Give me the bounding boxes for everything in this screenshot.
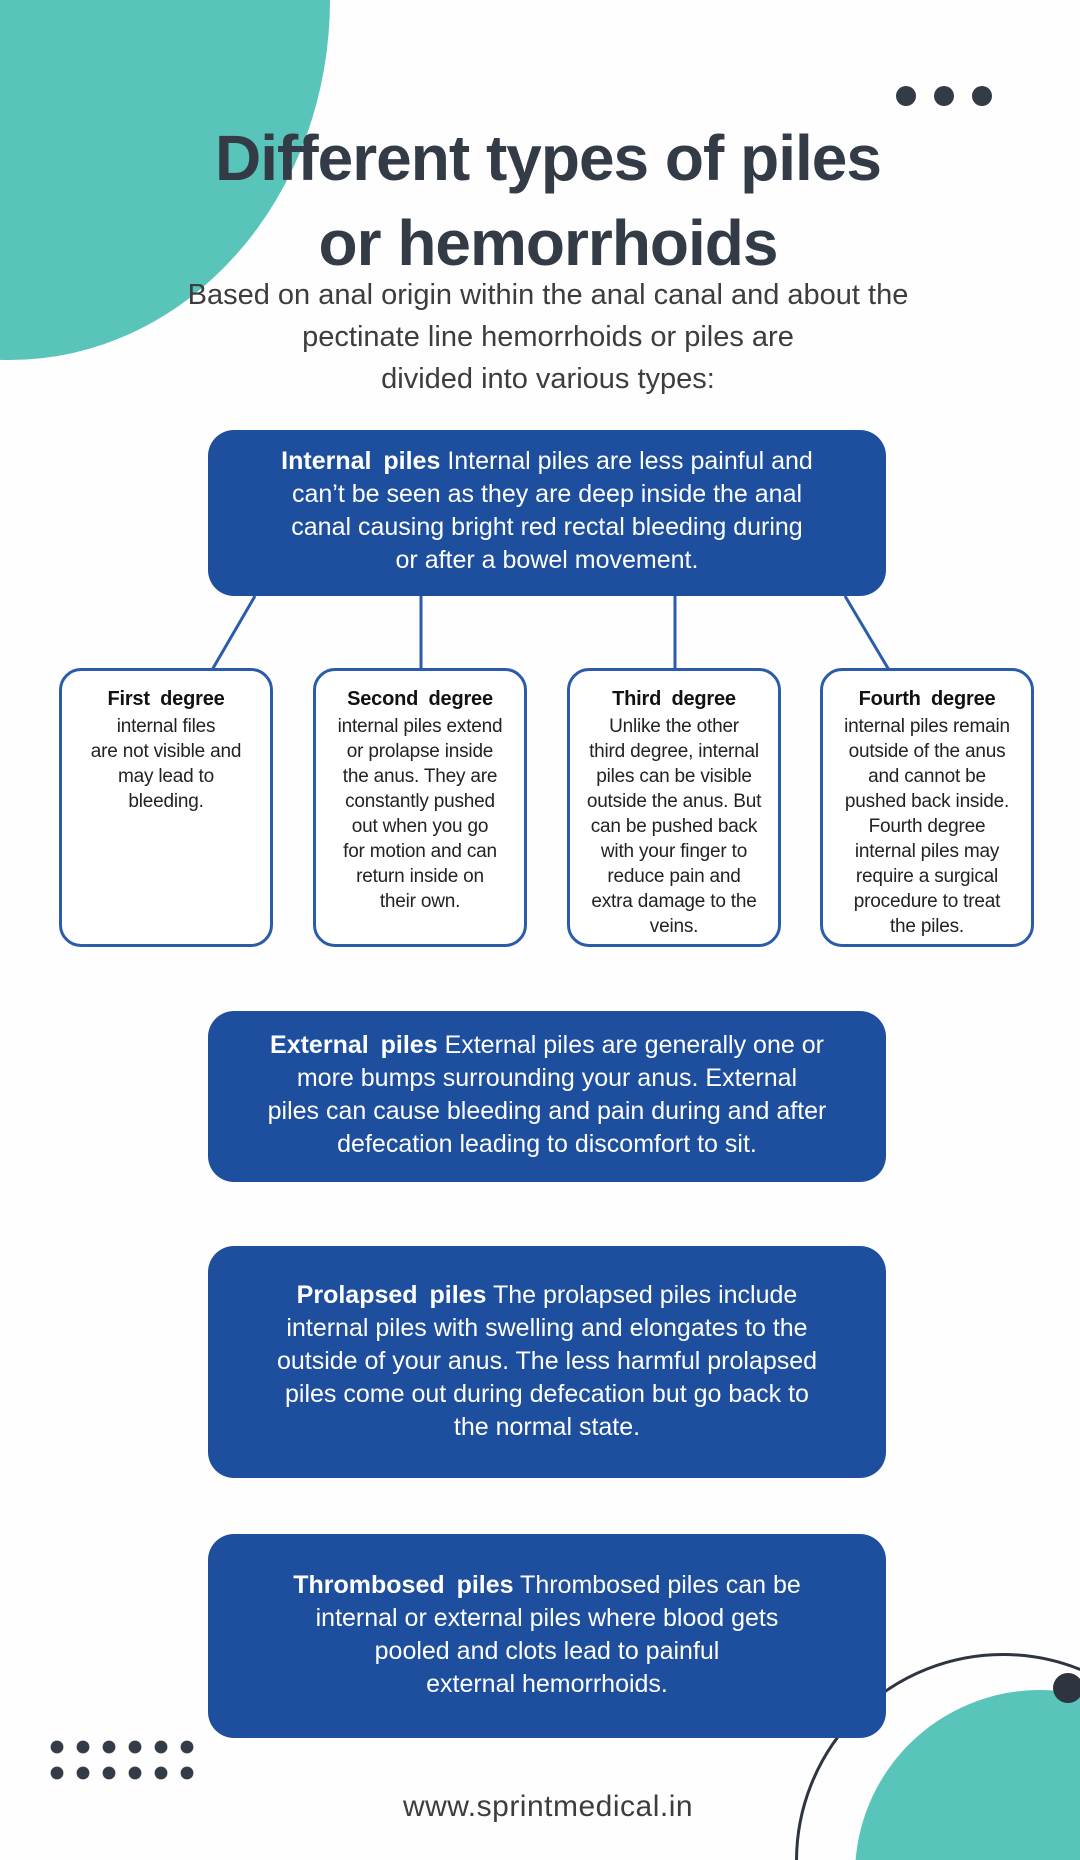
- connector-line: [843, 595, 891, 671]
- second-degree-card: Second degree internal piles extend or p…: [313, 668, 527, 947]
- thrombosed-piles-label: Thrombosed piles: [293, 1571, 514, 1599]
- dot-icon: [972, 86, 992, 106]
- card-body: internal files are not visible and may l…: [90, 716, 242, 812]
- card-heading: Fourth degree: [858, 688, 996, 710]
- external-piles-label: External piles: [270, 1031, 438, 1059]
- external-piles-box: External piles External piles are genera…: [208, 1011, 886, 1182]
- fourth-degree-card: Fourth degree internal piles remain outs…: [820, 668, 1034, 947]
- internal-piles-text: Internal piles are less painful and can’…: [291, 447, 813, 574]
- website-url: www.sprintmedical.in: [402, 1790, 694, 1823]
- page-title: Different types of piles or hemorrhoids: [215, 122, 882, 279]
- internal-piles-label: Internal piles: [281, 447, 441, 475]
- prolapsed-piles-box: Prolapsed piles The prolapsed piles incl…: [208, 1246, 886, 1478]
- connector-line: [210, 595, 257, 671]
- dot-icon: [934, 86, 954, 106]
- card-heading: Third degree: [612, 688, 736, 710]
- card-body: internal piles extend or prolapse inside…: [337, 716, 503, 912]
- thrombosed-piles-text: Thrombosed piles can be internal or exte…: [315, 1571, 801, 1698]
- prolapsed-piles-text: The prolapsed piles include internal pil…: [276, 1281, 818, 1441]
- card-body: internal piles remain outside of the anu…: [844, 716, 1010, 937]
- external-piles-text: External piles are generally one or more…: [267, 1031, 827, 1158]
- three-dots-ornament: [896, 86, 992, 106]
- dot-icon: [896, 86, 916, 106]
- thrombosed-piles-box: Thrombosed piles Thrombosed piles can be…: [208, 1534, 886, 1738]
- dots-grid-ornament: [44, 1734, 202, 1786]
- first-degree-card: First degree internal files are not visi…: [59, 668, 273, 947]
- small-dot-decoration: [1053, 1673, 1080, 1703]
- third-degree-card: Third degree Unlike the other third degr…: [567, 668, 781, 947]
- card-heading: First degree: [107, 688, 225, 710]
- internal-piles-box: Internal piles Internal piles are less p…: [208, 430, 886, 596]
- card-body: Unlike the other third degree, internal …: [586, 716, 762, 937]
- card-heading: Second degree: [347, 688, 493, 710]
- prolapsed-piles-label: Prolapsed piles: [296, 1281, 487, 1309]
- page-subtitle: Based on anal origin within the anal can…: [187, 279, 909, 395]
